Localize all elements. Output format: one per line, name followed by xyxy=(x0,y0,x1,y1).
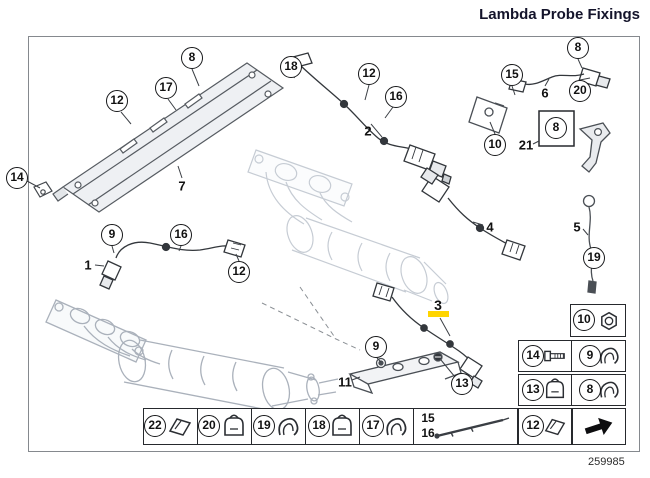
label-part-2[interactable]: 2 xyxy=(364,123,372,139)
label-part-3-highlighted[interactable]: 3 xyxy=(434,297,442,313)
label-part-7[interactable]: 7 xyxy=(178,178,186,194)
bolt-icon xyxy=(544,350,565,362)
label-part-11[interactable]: 11 xyxy=(338,374,352,390)
callout-8-probe6[interactable]: 8 xyxy=(567,37,589,59)
legend-box-15-16[interactable] xyxy=(413,408,518,445)
clip-icon xyxy=(600,347,619,364)
clip-icon xyxy=(224,413,244,436)
legend-box-18[interactable] xyxy=(305,408,360,445)
clip-icon xyxy=(168,417,192,436)
callout-15-probe6[interactable]: 15 xyxy=(501,64,523,86)
label-part-1[interactable]: 1 xyxy=(84,257,92,273)
callout-20-probe6[interactable]: 20 xyxy=(569,80,591,102)
clip-icon xyxy=(278,417,299,436)
callout-8-legend[interactable]: 8 xyxy=(579,379,601,401)
lambda-probe-2-drawing xyxy=(292,52,452,185)
connector-bracket-drawing xyxy=(468,96,508,134)
page-title: Lambda Probe Fixings xyxy=(479,6,640,23)
lambda-probe-3-drawing xyxy=(372,282,483,389)
callout-17-legend[interactable]: 17 xyxy=(362,415,384,437)
callout-18-legend[interactable]: 18 xyxy=(308,415,330,437)
temp-sensor-5-drawing xyxy=(582,194,597,294)
callout-8-shield[interactable]: 8 xyxy=(181,47,203,69)
left-mount-clip-drawing xyxy=(33,181,53,198)
clip-icon xyxy=(545,378,565,399)
callout-10-legend[interactable]: 10 xyxy=(573,309,595,331)
legend-box-continuation[interactable] xyxy=(572,408,626,445)
lambda-probe-6-drawing xyxy=(508,67,611,93)
callout-13-bracket[interactable]: 13 xyxy=(451,373,473,395)
lambda-probe-4-drawing xyxy=(420,167,526,261)
callout-16-probe2[interactable]: 16 xyxy=(385,86,407,108)
manifold-rear-ghost-drawing xyxy=(45,299,339,411)
callout-13-legend[interactable]: 13 xyxy=(522,379,544,401)
nut-icon xyxy=(601,311,617,330)
callout-16-probe1[interactable]: 16 xyxy=(170,224,192,246)
callout-12-probe2[interactable]: 12 xyxy=(358,63,380,85)
cable-strap-icon xyxy=(434,416,510,439)
continuation-arrow-icon xyxy=(584,417,613,435)
callout-14-legend[interactable]: 14 xyxy=(522,345,544,367)
callout-12-shield[interactable]: 12 xyxy=(106,90,128,112)
callout-8-boxed[interactable]: 8 xyxy=(545,117,567,139)
diagram-border xyxy=(28,36,640,452)
callout-9-bracket[interactable]: 9 xyxy=(365,336,387,358)
callout-12-probe1[interactable]: 12 xyxy=(228,261,250,283)
clip-icon xyxy=(600,381,619,398)
highlight-marker xyxy=(428,311,449,317)
callout-14-left[interactable]: 14 xyxy=(6,167,28,189)
drawing-number: 259985 xyxy=(588,456,625,468)
label-part-4[interactable]: 4 xyxy=(486,219,494,235)
label-part-5[interactable]: 5 xyxy=(573,219,581,235)
callout-17-shield[interactable]: 17 xyxy=(155,77,177,99)
callout-18-probe2[interactable]: 18 xyxy=(280,56,302,78)
callout-12-legend[interactable]: 12 xyxy=(522,415,544,437)
callout-9-legend[interactable]: 9 xyxy=(579,345,601,367)
reference-dashed-lines xyxy=(261,286,361,351)
manifold-front-ghost-drawing xyxy=(247,149,449,305)
label-part-6[interactable]: 6 xyxy=(541,85,549,101)
callout-19-rod[interactable]: 19 xyxy=(583,247,605,269)
clip-icon xyxy=(332,413,352,436)
heat-shield-drawing xyxy=(52,62,285,213)
clip-icon xyxy=(544,418,566,435)
label-part-21[interactable]: 21 xyxy=(518,137,534,153)
label-part-16-legend[interactable]: 16 xyxy=(421,426,435,440)
callout-22-legend[interactable]: 22 xyxy=(144,415,166,437)
callout-20-legend[interactable]: 20 xyxy=(198,415,220,437)
leader-lines xyxy=(26,58,591,381)
callout-10-bracket[interactable]: 10 xyxy=(484,134,506,156)
clip-icon xyxy=(386,417,407,436)
label-part-15-legend[interactable]: 15 xyxy=(421,411,435,425)
callout-19-legend[interactable]: 19 xyxy=(253,415,275,437)
callout-9-probe1[interactable]: 9 xyxy=(101,224,123,246)
lambda-probe-1-drawing xyxy=(99,239,246,290)
mount-bracket-11-drawing xyxy=(348,351,462,395)
